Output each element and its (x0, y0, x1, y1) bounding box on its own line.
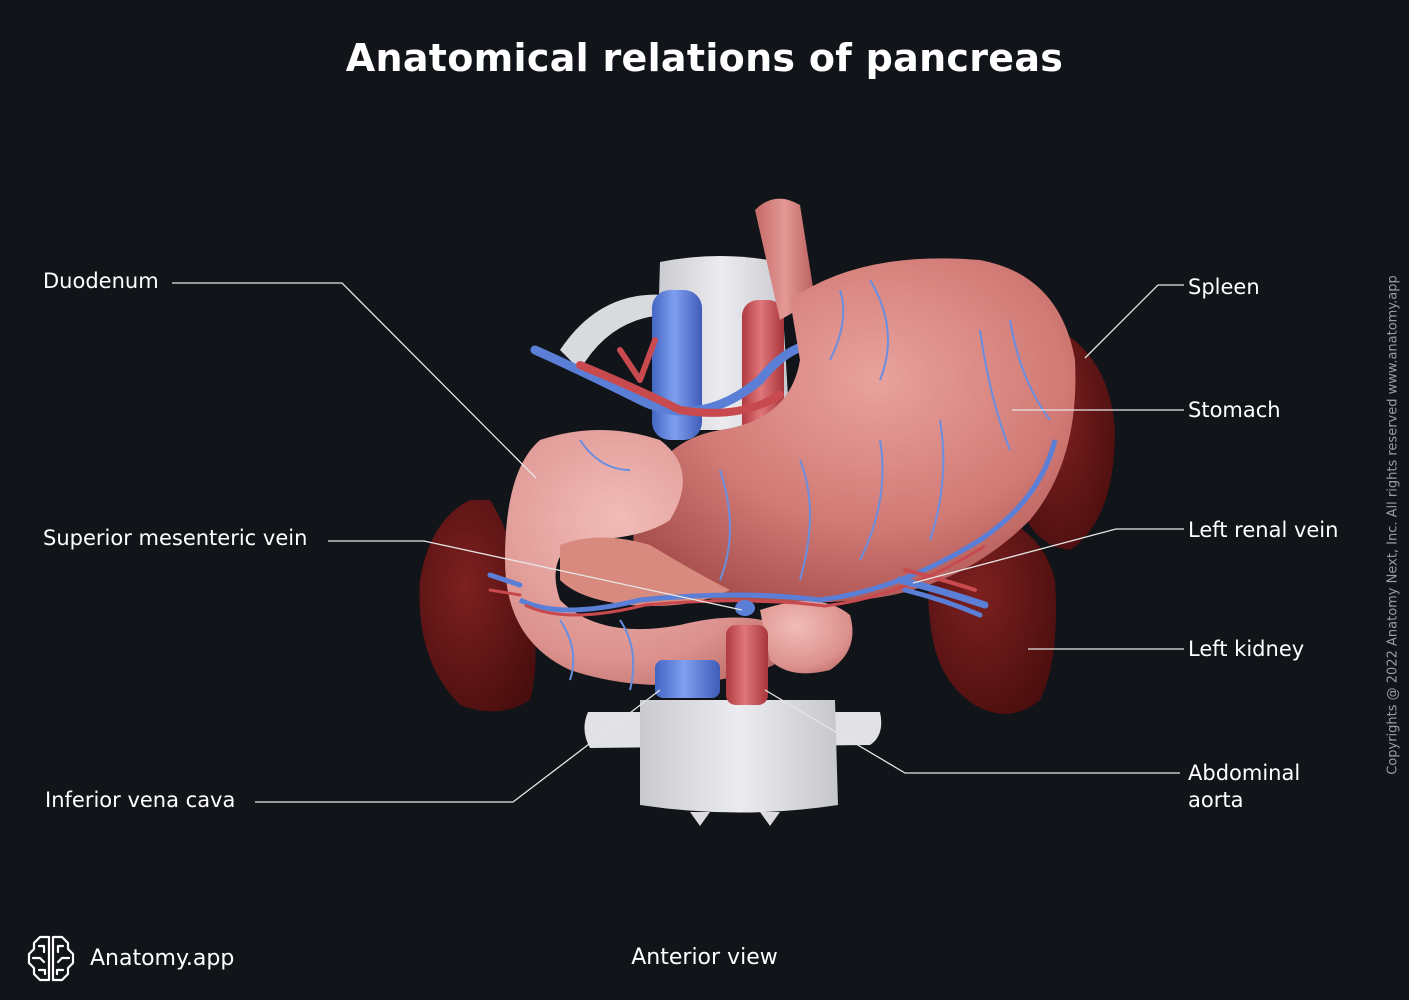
brand-name: Anatomy.app (90, 945, 235, 971)
label-left-renal-vein: Left renal vein (1188, 518, 1339, 542)
page-title: Anatomical relations of pancreas (345, 36, 1064, 80)
label-abdominal-aorta: Abdominal aorta (1188, 760, 1300, 814)
stomach-shape (633, 258, 1076, 604)
label-spleen: Spleen (1188, 275, 1260, 299)
view-caption: Anterior view (631, 945, 778, 970)
label-superior-mesenteric-vein: Superior mesenteric vein (43, 526, 308, 550)
brand[interactable]: Anatomy.app (24, 932, 234, 984)
label-stomach: Stomach (1188, 398, 1281, 422)
label-left-kidney: Left kidney (1188, 637, 1305, 661)
label-duodenum: Duodenum (43, 269, 159, 293)
label-abdominal-aorta-line2: aorta (1188, 788, 1244, 812)
duodenum-shape (505, 430, 787, 685)
copyright-text: Copyrights @ 2022 Anatomy Next, Inc. All… (1385, 275, 1401, 775)
label-inferior-vena-cava: Inferior vena cava (45, 788, 236, 812)
label-abdominal-aorta-line1: Abdominal (1188, 761, 1301, 785)
brain-icon (27, 935, 75, 982)
vertebra-lower (584, 700, 882, 826)
